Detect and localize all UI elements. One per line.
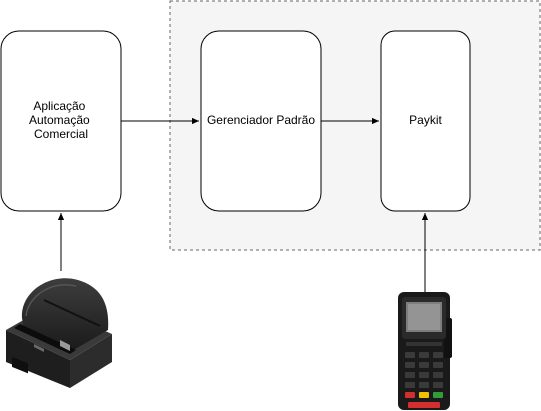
node-gerenciador-label: Gerenciador Padrão: [207, 113, 315, 127]
svg-text:Aplicação Automação: Aplicação Automação Comercial: [29, 99, 93, 141]
node-paykit[interactable]: Paykit: [380, 30, 471, 212]
node-aplicacao-line-2: Automação: [29, 113, 90, 127]
node-paykit-label: Paykit: [409, 113, 442, 127]
receipt-printer-icon: [6, 278, 112, 388]
node-aplicacao-line-1: Aplicação: [33, 99, 85, 113]
node-aplicacao[interactable]: Aplicação Automação Comercial: [0, 30, 122, 212]
node-gerenciador[interactable]: Gerenciador Padrão: [200, 30, 322, 212]
pinpad-terminal-icon: [398, 292, 452, 410]
node-aplicacao-line-3: Comercial: [34, 127, 88, 141]
